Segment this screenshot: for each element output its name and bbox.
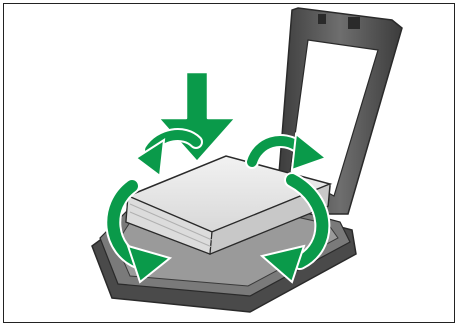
lid-latch-right: [348, 17, 360, 29]
lid-latch-left: [318, 14, 326, 24]
curved-arrow-icon: [136, 135, 196, 176]
